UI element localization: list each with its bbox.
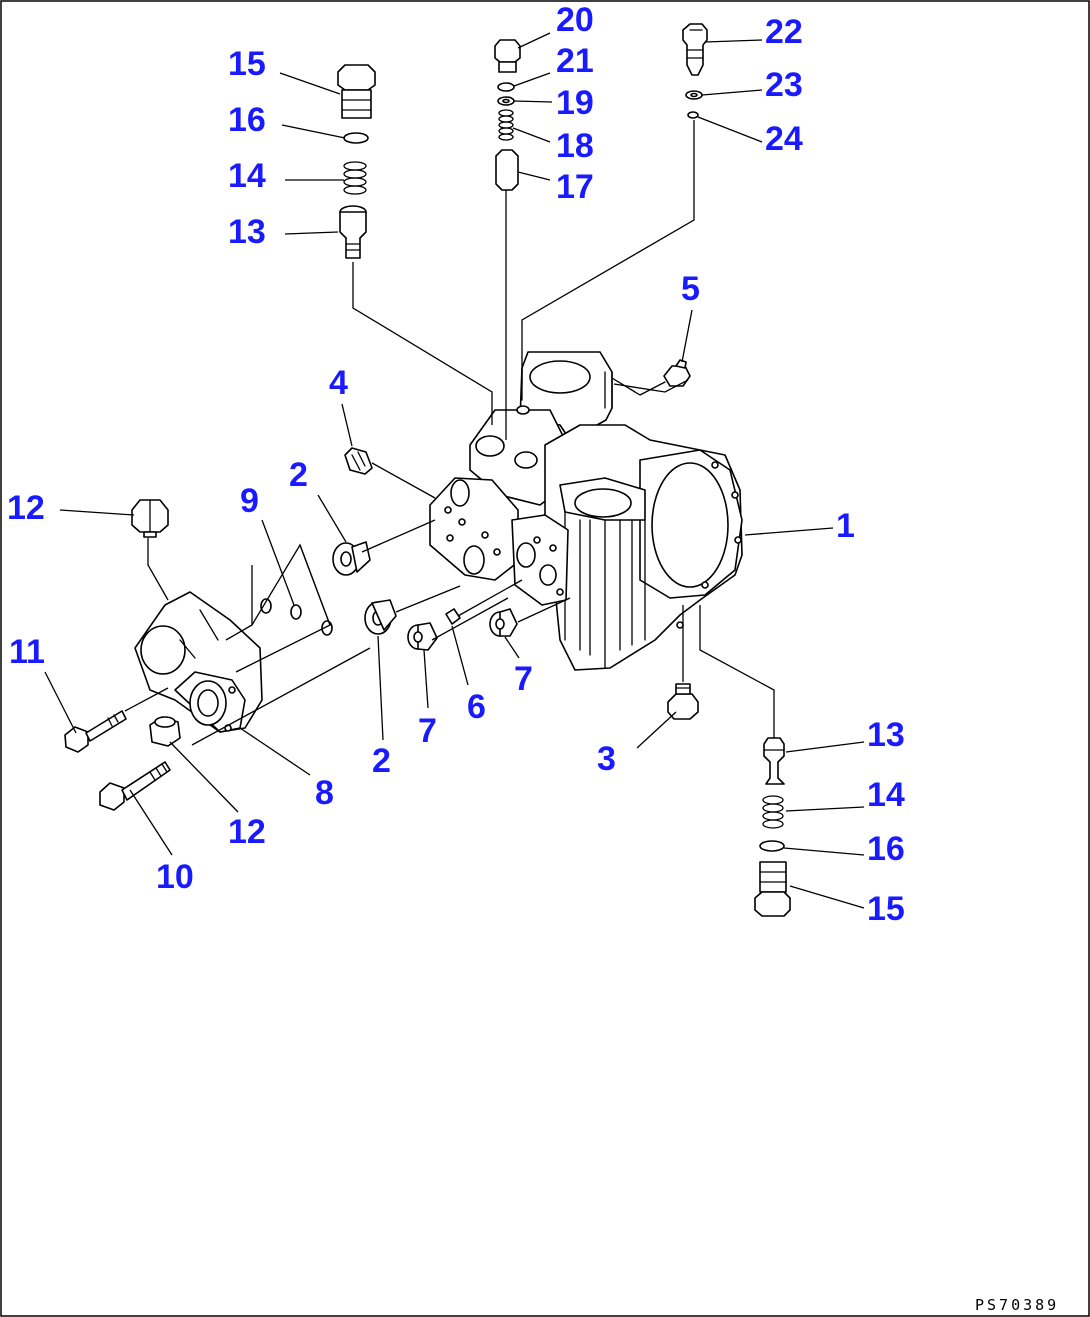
part-20-plug [494, 39, 521, 73]
callout-2: 2 [372, 742, 391, 780]
part-1-housing [429, 351, 743, 671]
callout-24: 24 [765, 120, 803, 158]
callout-15: 15 [867, 890, 905, 928]
part-22-valve [682, 23, 708, 76]
part-2-plug-upper [332, 541, 371, 576]
callout-6: 6 [467, 688, 486, 726]
part-10-bolt [99, 761, 171, 811]
part-15-plug-upper [337, 64, 376, 119]
part-7-plug-left [407, 622, 438, 651]
callout-labels: 1 2 2 3 4 5 6 7 7 8 9 10 11 12 12 13 13 … [7, 1, 905, 928]
callout-16: 16 [867, 830, 905, 868]
callout-4: 4 [329, 364, 348, 402]
callout-leaders [44, 32, 865, 909]
callout-13: 13 [867, 716, 905, 754]
part-16-oring-lower [759, 840, 785, 852]
callout-16: 16 [228, 101, 266, 139]
part-17-spool [495, 149, 519, 191]
callout-2: 2 [289, 456, 308, 494]
part-16-oring-upper [343, 132, 369, 144]
part-8-pump [134, 591, 263, 733]
callout-18: 18 [556, 127, 594, 165]
part-12-plug-top [131, 499, 169, 538]
part-6-plug [445, 608, 461, 625]
part-3-fitting [667, 683, 699, 720]
callout-7: 7 [514, 660, 533, 698]
callout-14: 14 [867, 776, 905, 814]
callout-12: 12 [228, 813, 266, 851]
callout-21: 21 [556, 42, 594, 80]
part-21-oring [497, 82, 515, 92]
assembly-lines [124, 120, 775, 746]
callout-1: 1 [836, 507, 855, 545]
callout-19: 19 [556, 84, 594, 122]
callout-13: 13 [228, 213, 266, 251]
callout-10: 10 [156, 858, 194, 896]
part-13-valve-upper [339, 205, 367, 259]
part-15-plug-lower [754, 861, 791, 917]
callout-23: 23 [765, 66, 803, 104]
part-4-plug [344, 447, 373, 475]
part-24-oring [687, 111, 699, 119]
callout-3: 3 [597, 740, 616, 778]
part-5-fitting [663, 359, 691, 387]
part-19-washer [497, 96, 515, 106]
drawing-code: PS70389 [975, 1296, 1059, 1314]
part-18-spring [498, 109, 514, 141]
callout-5: 5 [681, 270, 700, 308]
callout-17: 17 [556, 168, 594, 206]
callout-7: 7 [418, 712, 437, 750]
callout-14: 14 [228, 157, 266, 195]
part-2-plug-lower [364, 599, 397, 635]
part-14-spring-lower [762, 795, 784, 829]
part-11-bolt [64, 710, 127, 753]
callout-8: 8 [315, 774, 334, 812]
callout-22: 22 [765, 13, 803, 51]
part-12-plug-lower [149, 716, 181, 747]
part-13-valve-lower [763, 737, 785, 785]
callout-20: 20 [556, 1, 594, 39]
callout-9: 9 [240, 482, 259, 520]
callout-11: 11 [9, 633, 45, 671]
part-7-plug-right [489, 608, 518, 637]
part-9-seals [260, 598, 333, 636]
part-23-washer [685, 90, 703, 100]
part-14-spring-upper [343, 161, 367, 195]
callout-12: 12 [7, 489, 45, 527]
callout-15: 15 [228, 45, 266, 83]
